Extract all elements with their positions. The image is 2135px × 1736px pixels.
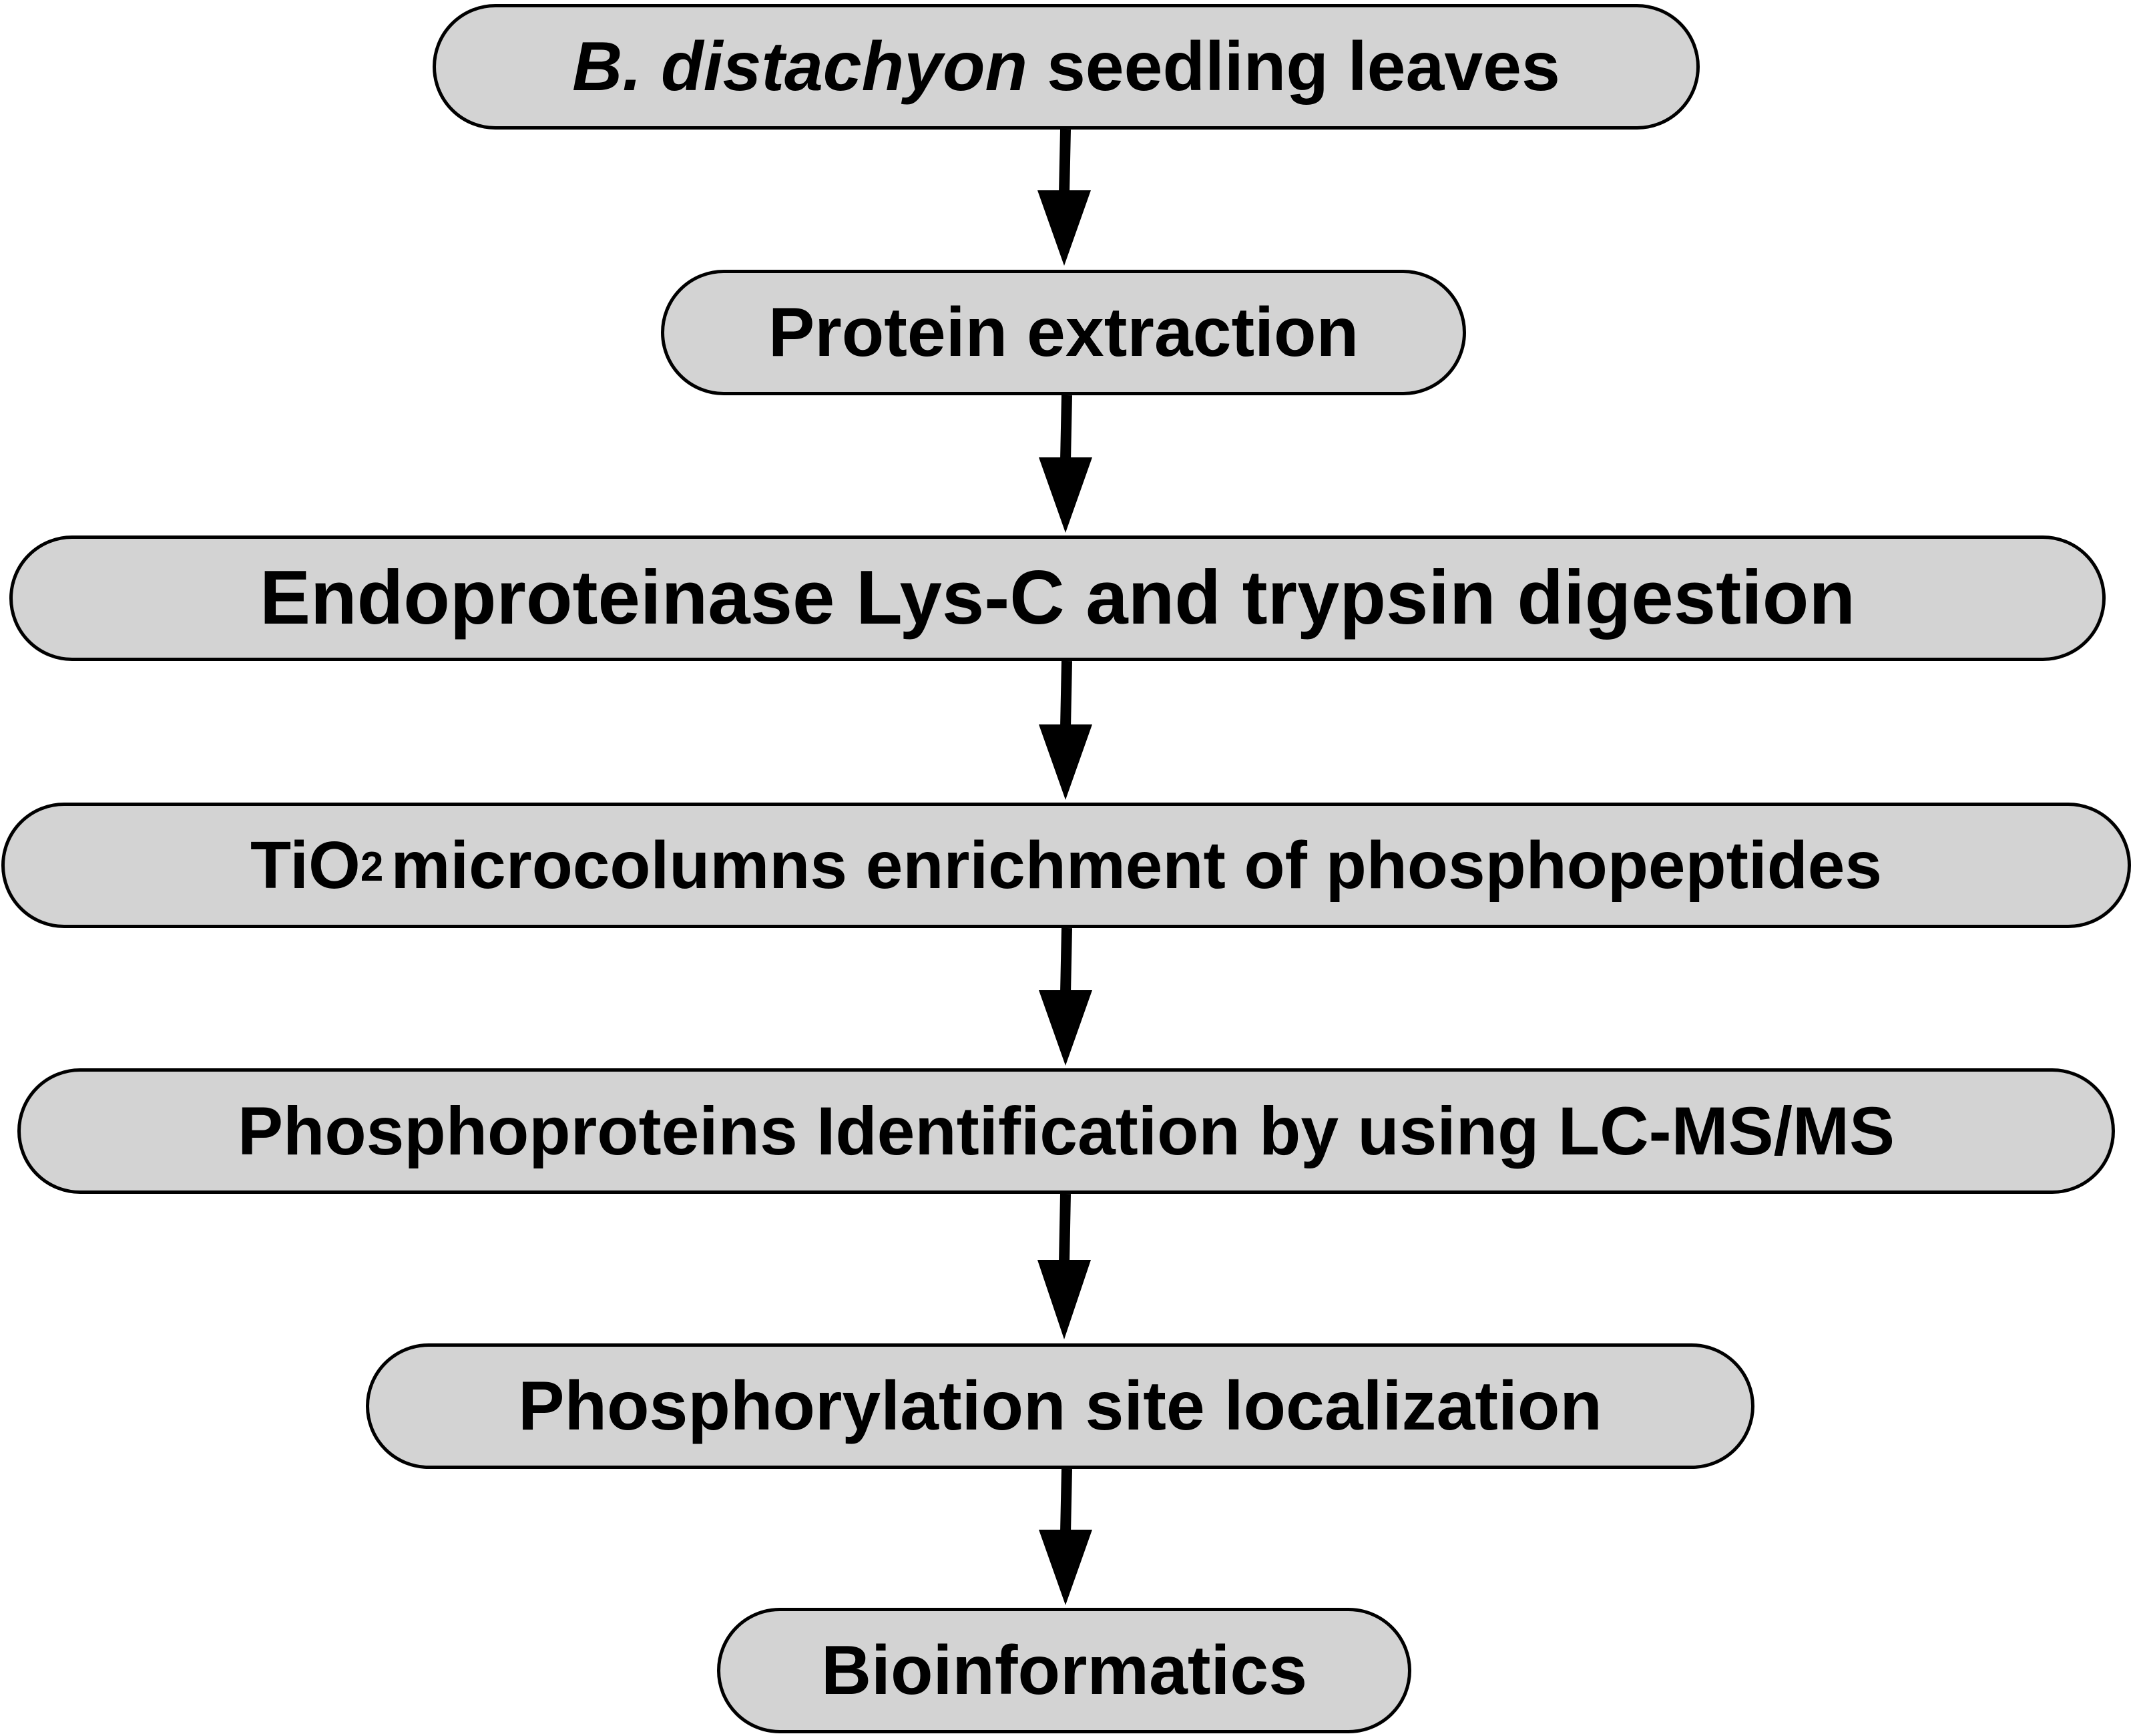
step-seedling-leaves: B. distachyon seedling leaves [433, 4, 1700, 130]
arrow-4 [1039, 927, 1092, 1066]
step-label: Endoproteinase Lys-C and trypsin digesti… [259, 556, 1856, 640]
arrow-3 [1039, 660, 1092, 800]
step-label: seedling leaves [1046, 28, 1560, 105]
formula-prefix: TiO [250, 828, 361, 903]
step-label: Phosphoproteins Identification by using … [238, 1093, 1895, 1169]
step-label: Bioinformatics [820, 1632, 1308, 1709]
step-label: Phosphorylation site localization [518, 1367, 1602, 1445]
step-bioinformatics: Bioinformatics [717, 1608, 1411, 1733]
species-name: B. distachyon [572, 28, 1028, 105]
step-label: Protein extraction [768, 294, 1359, 371]
step-protein-extraction: Protein extraction [661, 270, 1466, 395]
arrow-6 [1039, 1468, 1092, 1605]
step-lcmsms-identification: Phosphoproteins Identification by using … [17, 1068, 2115, 1194]
arrow-5 [1037, 1193, 1091, 1339]
arrow-1 [1037, 129, 1091, 266]
step-label: microcolumns enrichment of phosphopeptid… [391, 828, 1883, 903]
formula-subscript: 2 [360, 844, 384, 891]
step-site-localization: Phosphorylation site localization [366, 1343, 1754, 1469]
step-digestion: Endoproteinase Lys-C and trypsin digesti… [9, 535, 2106, 661]
arrow-2 [1039, 395, 1092, 533]
